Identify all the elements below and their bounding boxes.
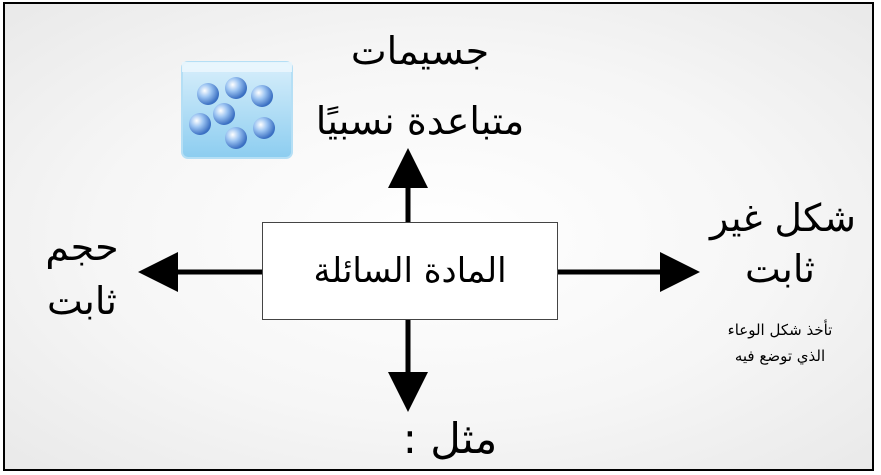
center-box: المادة السائلة [262,222,558,320]
left-line2: ثابت [46,279,118,323]
bottom-label: مثل : [402,414,498,463]
top-line1: جسيمات [350,29,490,73]
liquid-particles-container-icon [181,61,293,159]
right-note1: تأخذ شكل الوعاء [727,321,833,339]
right-note2: الذي توضع فيه [734,347,826,365]
center-label: المادة السائلة [313,251,507,291]
left-line1: حجم [45,225,119,269]
right-line2: ثابت [744,247,816,291]
right-line1: شكل غير [710,196,856,240]
top-line2: متباعدة نسبيًا [315,99,525,143]
